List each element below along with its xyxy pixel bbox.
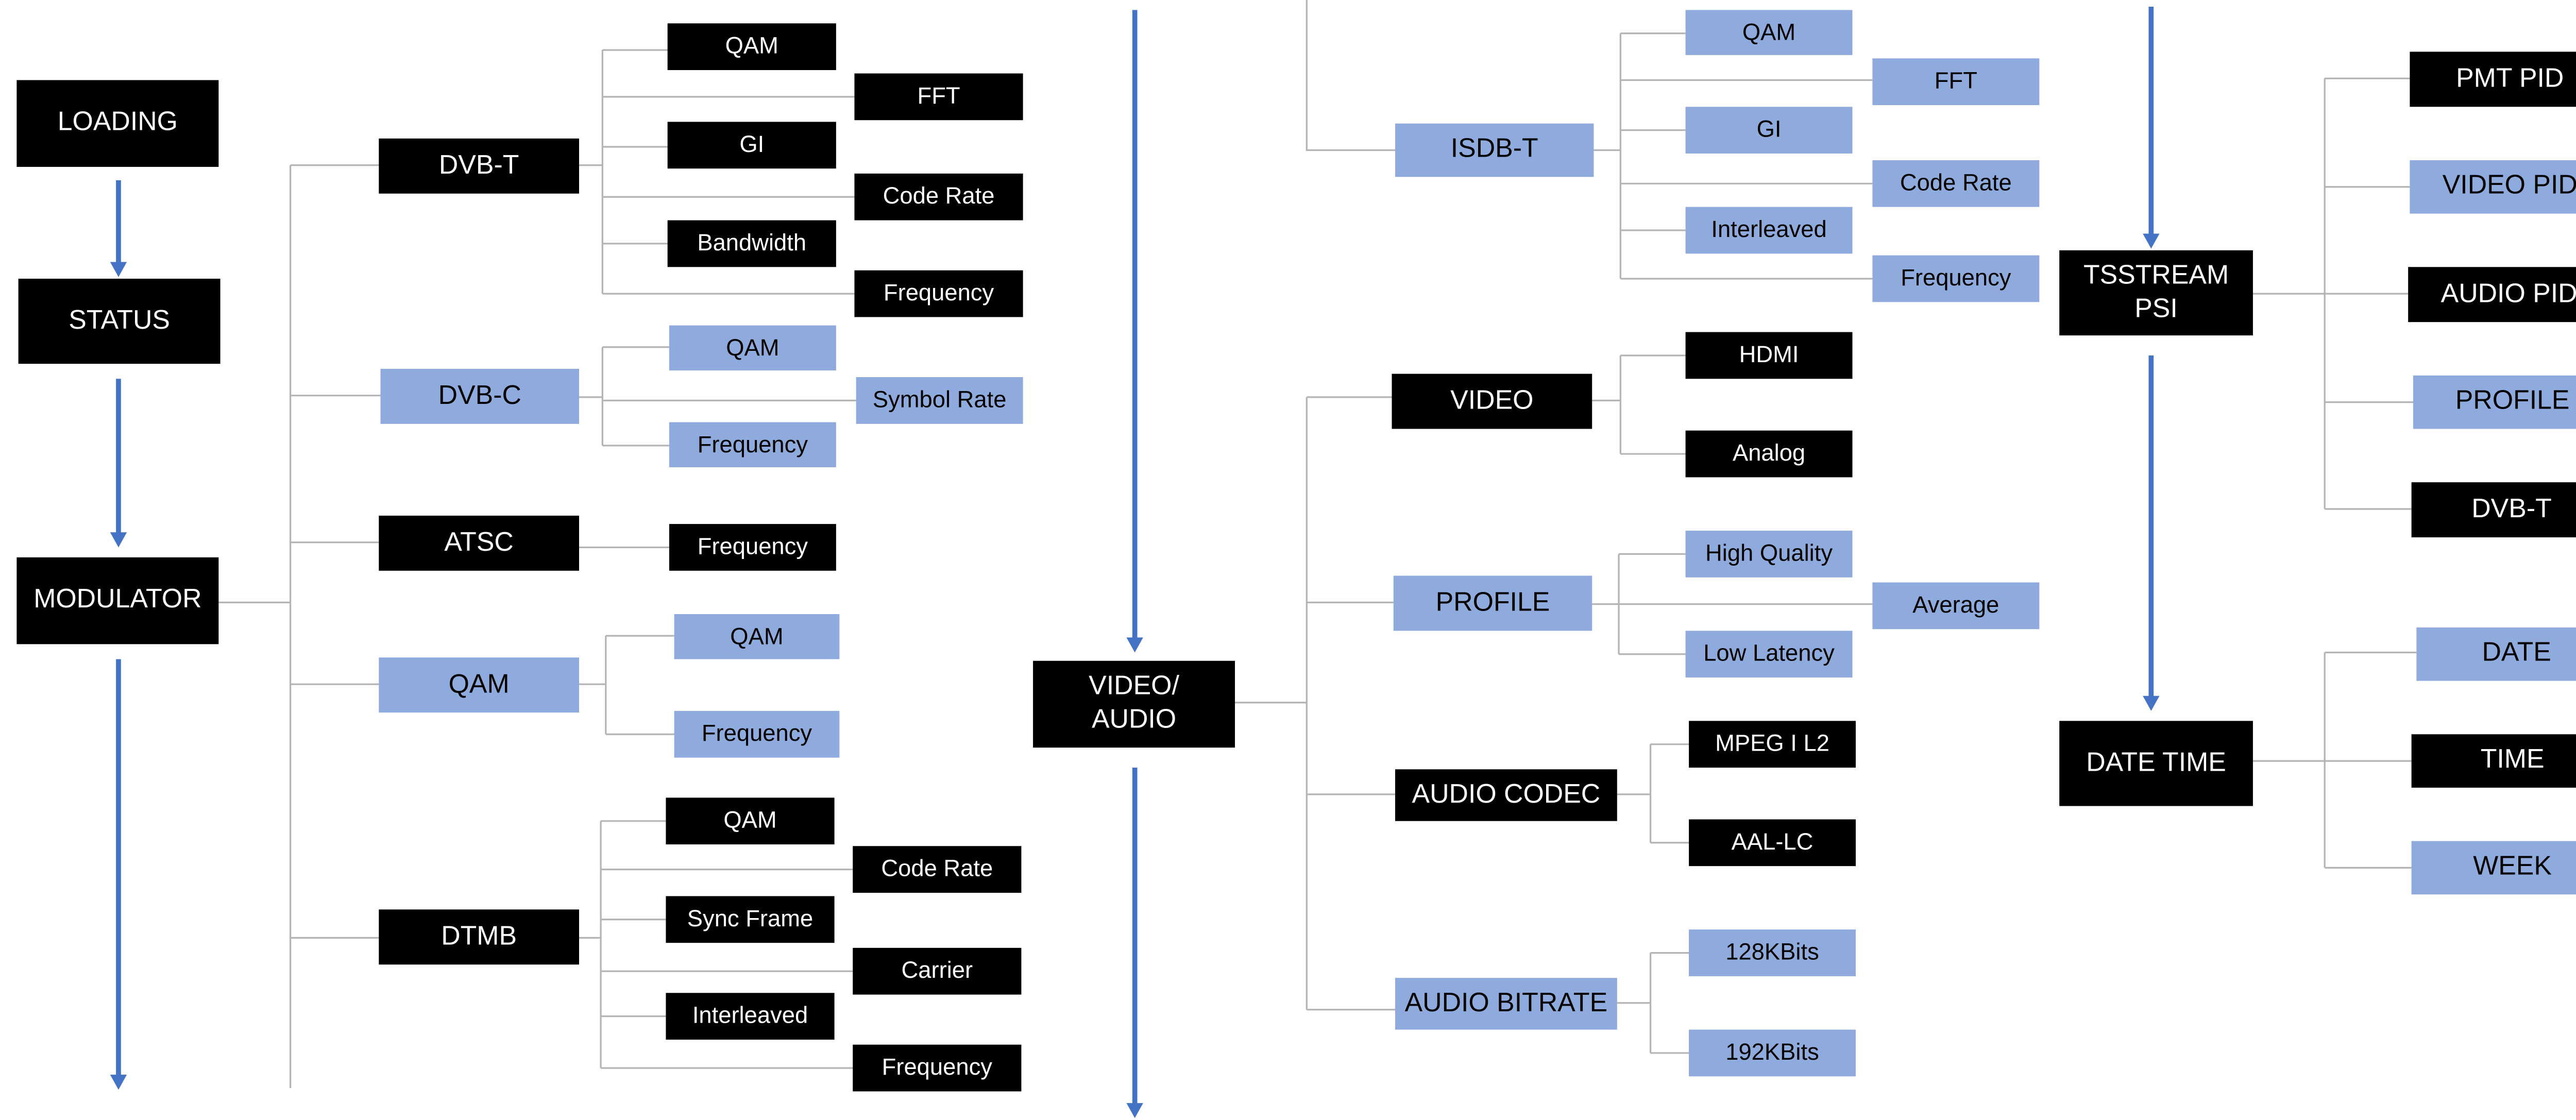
profile-high-quality-box: High Quality [1685,531,1853,578]
video-hdmi-box: HDMI [1685,332,1853,379]
dvbt-frequency-box: Frequency [854,270,1023,317]
date-time-box: DATE TIME [2059,721,2253,806]
dtmb-code-rate-box: Code Rate [853,846,1022,893]
video-analog-box: Analog [1685,430,1853,478]
pmt-pid-box: PMT PID [2410,52,2576,107]
date-box: DATE [2416,627,2576,681]
atsc-frequency-box: Frequency [669,524,836,571]
isdbt-qam-box: QAM [1685,10,1853,55]
dvbt-gi-box: GI [667,122,836,169]
isdbt-code-rate-box: Code Rate [1872,160,2040,207]
profile-average-box: Average [1872,582,2040,630]
dvbt-fft-box: FFT [854,73,1023,121]
dvbc-frequency-box: Frequency [669,422,836,467]
audio-bitrate-box: AUDIO BITRATE [1395,978,1617,1030]
dtmb-carrier-box: Carrier [853,947,1022,995]
status-box: STATUS [18,278,221,364]
dtmb-interleaved-box: Interleaved [666,993,835,1040]
isdbt-fft-box: FFT [1872,58,2040,106]
profile-box: PROFILE [1393,575,1592,631]
flow-arrows [110,6,2160,1118]
dtmb-box: DTMB [379,909,580,965]
ts-dvb-t-box: DVB-T [2411,482,2576,538]
bitrate-128-box: 128KBits [1689,929,1856,976]
isdbt-gi-box: GI [1685,107,1853,154]
time-box: TIME [2411,734,2576,788]
video-box: VIDEO [1392,374,1592,429]
isdbt-interleaved-box: Interleaved [1685,207,1853,254]
audio-codec-aal-box: AAL-LC [1689,819,1856,867]
dtmb-qam-box: QAM [666,797,835,845]
modulator-box: MODULATOR [16,557,219,644]
atsc-box: ATSC [379,515,580,571]
dtmb-frequency-box: Frequency [853,1044,1022,1092]
dvbc-symbol-rate-box: Symbol Rate [856,377,1023,424]
dvbt-qam-box: QAM [667,23,836,71]
tsstream-psi-box: TSSTREAM PSI [2059,250,2253,336]
audio-codec-mpeg-box: MPEG I L2 [1689,721,1856,768]
video-audio-box: VIDEO/ AUDIO [1033,660,1235,748]
ts-profile-box: PROFILE [2413,375,2576,429]
isdbt-frequency-box: Frequency [1872,255,2040,302]
dvb-t-box: DVB-T [379,138,580,194]
dvbc-qam-box: QAM [669,325,836,371]
isdb-t-box: ISDB-T [1395,123,1594,177]
loading-box: LOADING [16,80,219,167]
video-pid-box: VIDEO PID [2410,160,2576,214]
qam-qam-box: QAM [674,614,840,659]
bitrate-192-box: 192KBits [1689,1029,1856,1077]
dvbt-code-rate-box: Code Rate [854,173,1023,220]
dtmb-sync-frame-box: Sync Frame [666,896,835,943]
dvbt-bandwidth-box: Bandwidth [667,220,836,267]
audio-pid-box: AUDIO PID [2408,267,2576,323]
audio-codec-box: AUDIO CODEC [1395,769,1617,821]
qam-modulation-box: QAM [379,657,580,713]
week-box: WEEK [2411,841,2576,895]
dvb-c-box: DVB-C [380,368,580,424]
qam-frequency-box: Frequency [674,710,840,758]
profile-low-latency-box: Low Latency [1685,631,1853,678]
